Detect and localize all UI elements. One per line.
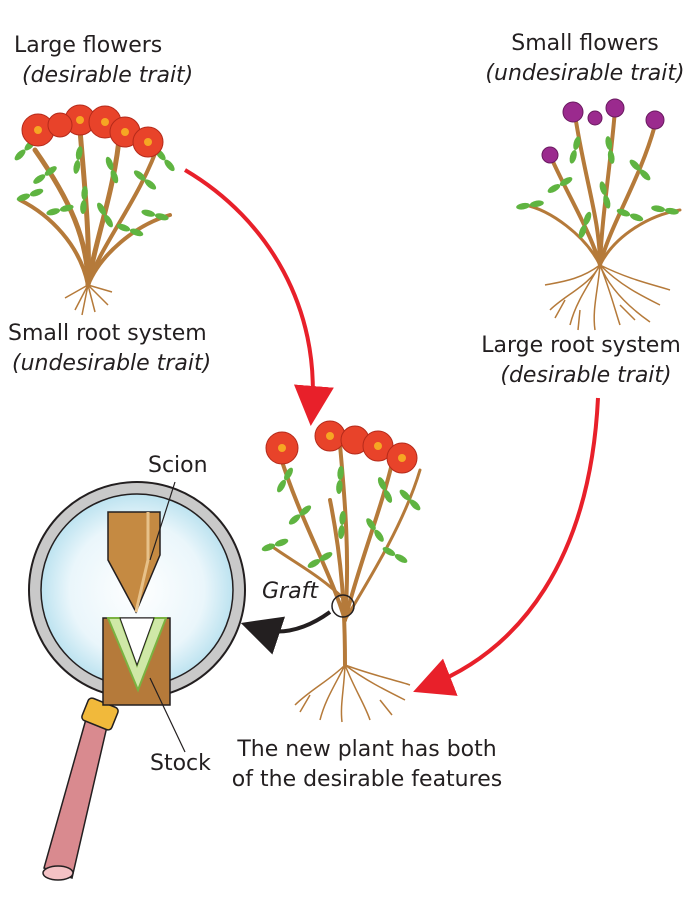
result-caption-line-1: The new plant has both	[237, 737, 497, 762]
right-root-label: Large root system	[481, 333, 681, 358]
right-flower-trait: (undesirable trait)	[485, 61, 685, 86]
graft-label: Graft	[262, 579, 318, 604]
left-large-flowers	[21, 104, 164, 158]
stock-label: Stock	[150, 751, 211, 776]
result-caption-line-2: of the desirable features	[231, 767, 503, 792]
left-root-label: Small root system	[8, 321, 207, 346]
magnifying-glass-icon	[28, 481, 246, 881]
graft-point-marker	[331, 594, 355, 618]
right-plant	[515, 98, 682, 331]
right-large-roots	[544, 264, 671, 331]
left-flower-trait: (desirable trait)	[22, 63, 194, 88]
right-root-trait: (desirable trait)	[500, 363, 672, 388]
magnifier-handle	[43, 710, 109, 879]
stock-leader-line	[149, 677, 186, 753]
scion-label: Scion	[148, 453, 208, 478]
right-small-flowers	[541, 98, 665, 164]
scion-leader-line	[149, 481, 176, 561]
left-root-trait: (undesirable trait)	[12, 351, 212, 376]
new-plant-large-roots	[294, 664, 411, 723]
left-small-roots	[64, 284, 113, 316]
new-plant	[260, 420, 423, 723]
left-plant	[12, 104, 177, 316]
arrow-flowers-to-new-plant	[183, 168, 334, 426]
left-flower-label: Large flowers	[14, 33, 163, 58]
right-flower-label: Small flowers	[511, 31, 659, 56]
arrow-graft-to-lens	[240, 610, 332, 655]
arrow-roots-to-new-plant	[413, 397, 600, 696]
